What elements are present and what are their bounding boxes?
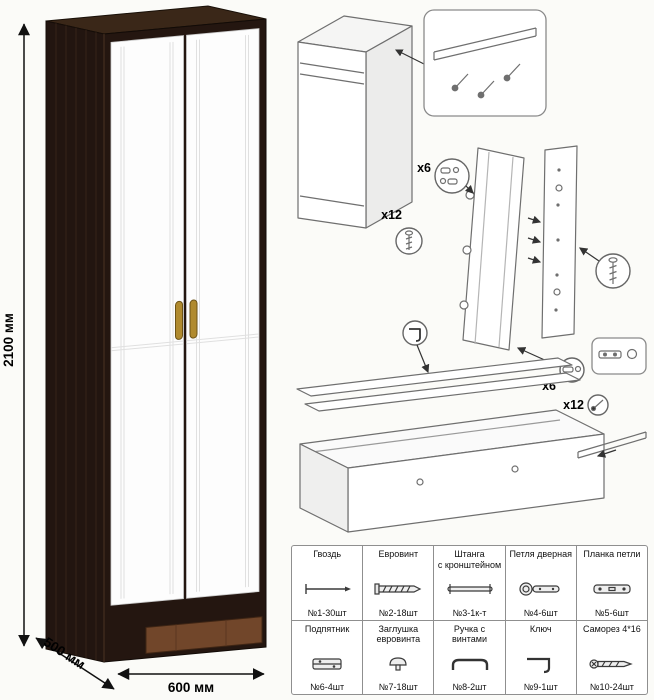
footpad-icon (299, 646, 355, 683)
height-dimension-label: 2100 мм (1, 313, 16, 367)
part-cell-wood-screw: Саморез 4*16 №10-24шт (575, 620, 647, 694)
part-cell-door-hinge: Петля дверная №4-6шт (504, 546, 576, 620)
hinge-arm-icon (598, 348, 638, 360)
carcass-diagram (297, 15, 413, 229)
small-screw-icon (590, 399, 604, 412)
part-cell-hinge-plate: Планка петли №5-6шт (575, 546, 647, 620)
bottom-screw-count-label: x12 (563, 398, 584, 412)
part-cell-key: Ключ №9-1шт (504, 620, 576, 694)
hinge-callout-circle (434, 158, 470, 194)
width-dimension: 600 мм (117, 668, 265, 695)
key-icon (513, 646, 569, 683)
rail-fastening-callout (423, 9, 547, 117)
part-cell-handle: Ручка с винтами №8-2шт (433, 620, 504, 694)
part-qty: №1-30шт (307, 607, 347, 618)
part-name: Гвоздь (313, 549, 342, 559)
hinge-cup-icon (562, 365, 582, 373)
top-screw-count-label: x12 (381, 208, 402, 222)
key-icon (409, 328, 421, 342)
screw-icon (404, 230, 414, 250)
right-door-handle (189, 299, 198, 339)
wood-grain-lines (55, 23, 97, 661)
part-cell-footpad: Подпятник №6-4шт (292, 621, 362, 695)
door-hinge-icon (513, 571, 569, 608)
base-panels-diagram (296, 357, 647, 533)
wardrobe-front-content (110, 28, 263, 655)
left-door (110, 35, 184, 606)
screw-cap-icon (370, 646, 426, 683)
left-door-handle (175, 300, 183, 340)
parts-table: Гвоздь №1-30шт Евровинт №2-18шт Штанг (291, 545, 648, 695)
right-door (186, 28, 260, 599)
width-dimension-label: 600 мм (168, 680, 214, 695)
wardrobe-illustration (45, 5, 267, 663)
door-hinge-diagram (395, 147, 525, 374)
hinge-icon (439, 166, 460, 185)
parts-table-row: Гвоздь №1-30шт Евровинт №2-18шт Штанг (292, 546, 647, 620)
nail-icon (299, 571, 355, 608)
part-cell-nail: Гвоздь №1-30шт (292, 546, 362, 620)
plinth-board (145, 616, 263, 655)
height-dimension: 2100 мм (1, 23, 30, 647)
rod-bracket-icon (442, 571, 498, 608)
top-hinge-count-label: x6 (417, 161, 431, 175)
side-panel-diagram (527, 145, 631, 339)
handle-icon (442, 646, 498, 683)
carcass-callout-leader (395, 49, 429, 67)
wood-screw-icon (584, 646, 640, 683)
eurovint-icon (608, 257, 618, 284)
eurovint-icon (370, 571, 426, 608)
screw-icons (451, 63, 521, 99)
part-cell-eurovint: Евровинт №2-18шт (362, 546, 433, 620)
hinge-plate-icon (584, 571, 640, 608)
key-callout-circle (402, 320, 428, 346)
